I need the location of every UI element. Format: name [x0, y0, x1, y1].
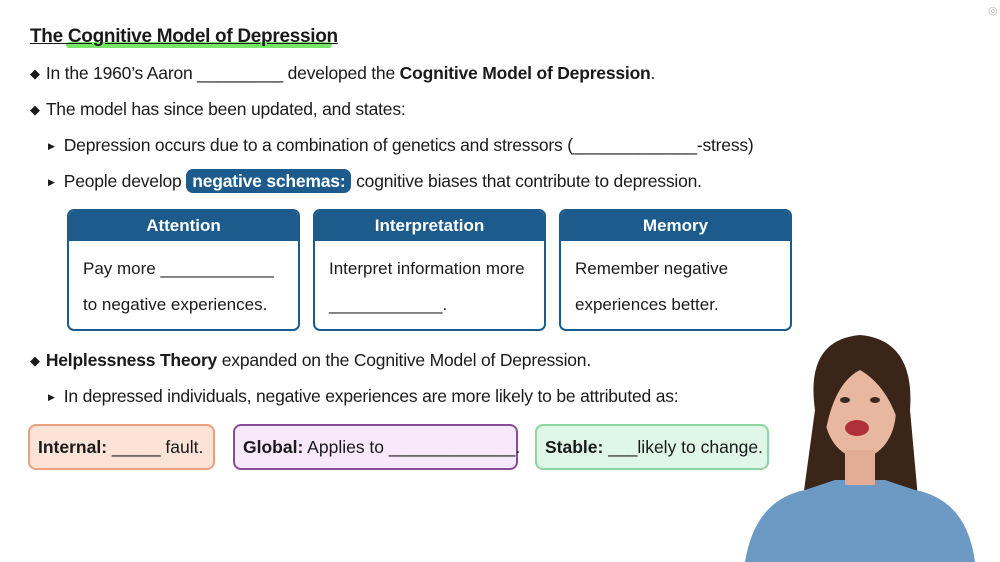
attribution-internal: Internal: _____ fault. [28, 424, 215, 470]
blank: _________ [197, 63, 283, 83]
text: People develop [63, 171, 187, 191]
card-text: experiences better. [575, 295, 719, 314]
card-text: to negative experiences. [83, 295, 268, 314]
subbullet-attribution: ▶ In depressed individuals, negative expe… [48, 386, 679, 407]
text: Depression occurs due to a combination o… [63, 135, 573, 155]
triangle-bullet-icon: ▶ [48, 392, 55, 402]
term-pill: negative schemas: [186, 169, 352, 193]
card-text: ____________. [329, 295, 448, 314]
card-text: Pay more ____________ [83, 259, 274, 278]
card-header: Memory [561, 211, 790, 241]
text: In the 1960’s Aaron [45, 63, 198, 83]
diamond-bullet-icon: ◆ [30, 102, 40, 117]
text: . [650, 63, 656, 83]
bullet-beck: ◆ In the 1960’s Aaron _________ developed… [30, 63, 655, 84]
card-text: Remember negative [575, 259, 729, 278]
text: Applies to _____________. [303, 437, 521, 457]
settings-icon[interactable]: ◎ [988, 5, 998, 17]
text: expanded on the Cognitive Model of Depre… [217, 350, 591, 370]
diamond-bullet-icon: ◆ [30, 353, 40, 368]
label: Global: [243, 437, 304, 457]
presenter-video [745, 335, 975, 562]
text: -stress) [696, 135, 754, 155]
bold-term: Cognitive Model of Depression [399, 63, 651, 83]
subbullet-schemas: ▶ People develop negative schemas: cognit… [48, 169, 702, 193]
subbullet-stress: ▶ Depression occurs due to a combination … [48, 135, 754, 156]
blank: _____________ [572, 135, 697, 155]
diamond-bullet-icon: ◆ [30, 66, 40, 81]
card-header: Attention [69, 211, 298, 241]
label: Stable: [545, 437, 604, 457]
bullet-model: ◆ The model has since been updated, and s… [30, 99, 406, 120]
page-title: The Cognitive Model of Depression [30, 26, 338, 47]
text: In depressed individuals, negative exper… [63, 386, 679, 406]
label: Internal: [38, 437, 108, 457]
text: developed the [282, 63, 400, 83]
text: ___likely to change. [603, 437, 763, 457]
title-highlight [66, 42, 332, 48]
card-header: Interpretation [315, 211, 544, 241]
attribution-global: Global: Applies to _____________. [233, 424, 521, 470]
text: The model has since been updated, and st… [45, 99, 406, 119]
triangle-bullet-icon: ▶ [48, 141, 55, 151]
text: _____ fault. [107, 437, 204, 457]
triangle-bullet-icon: ▶ [48, 177, 55, 187]
attribution-stable: Stable: ___likely to change. [535, 424, 769, 470]
bold-term: Helplessness Theory [45, 350, 218, 370]
bullet-helplessness: ◆ Helplessness Theory expanded on the Cog… [30, 350, 591, 371]
text: cognitive biases that contribute to depr… [351, 171, 702, 191]
card-text: Interpret information more [329, 259, 525, 278]
